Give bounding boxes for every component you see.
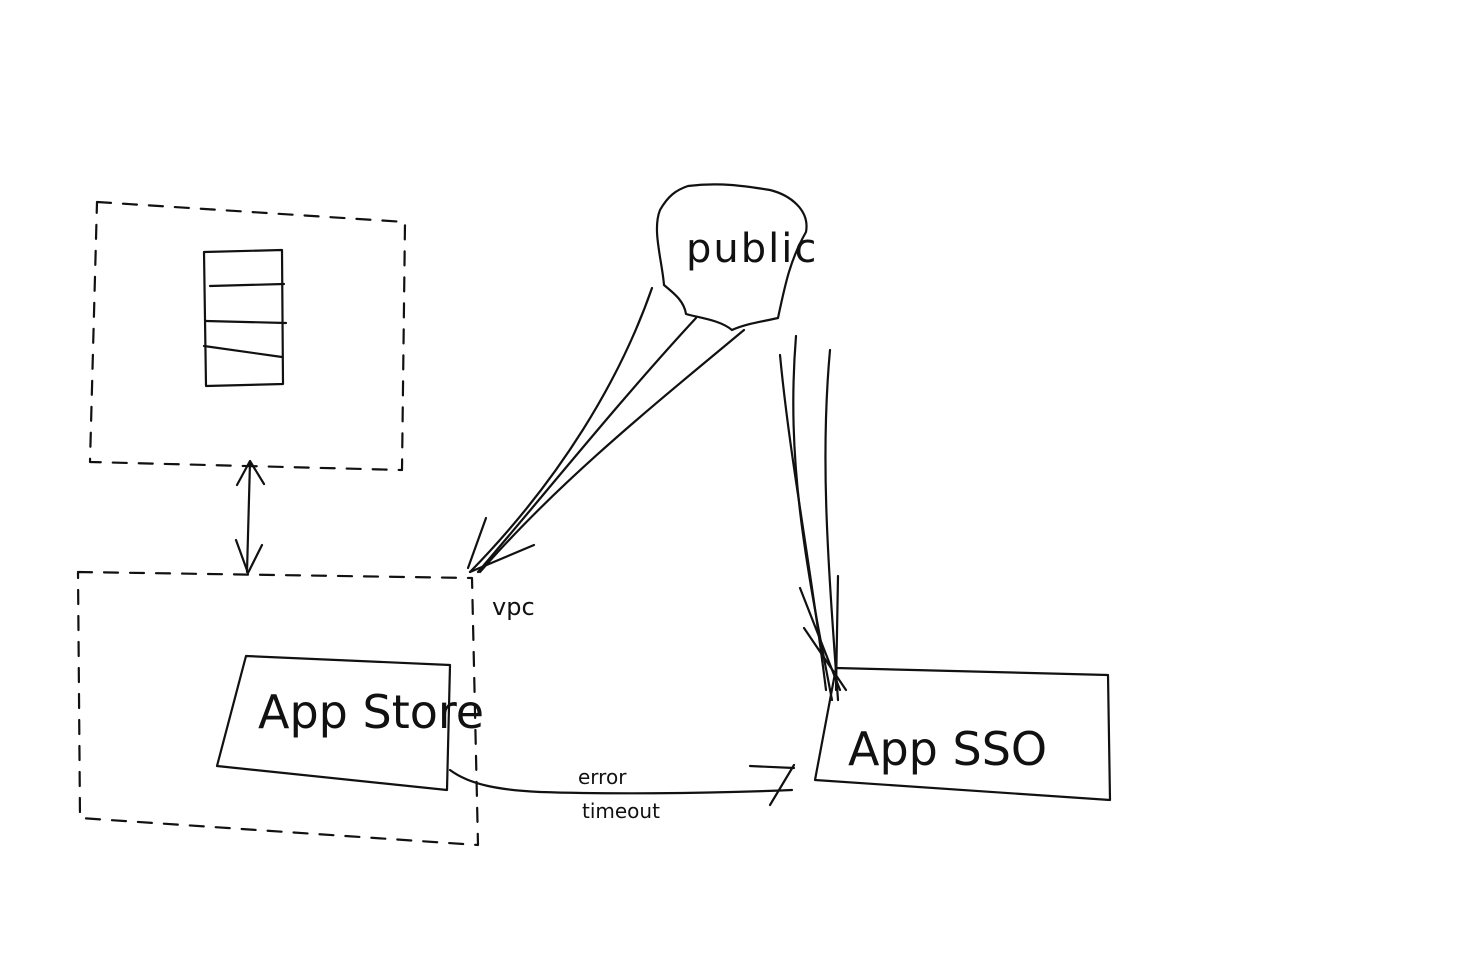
public-to-sso-arrows <box>778 334 848 702</box>
database-icon <box>202 248 288 388</box>
app-store-label: App Store <box>258 685 484 739</box>
vpc-label: vpc <box>492 593 535 621</box>
error-label: error <box>578 765 627 789</box>
database-boundary <box>88 200 407 472</box>
vpc-boundary <box>76 570 480 847</box>
public-label: public <box>686 226 818 272</box>
timeout-label: timeout <box>582 799 660 823</box>
app-sso-label: App SSO <box>848 722 1047 776</box>
app-sso-box[interactable] <box>813 666 1112 802</box>
app-store-box[interactable] <box>215 654 452 792</box>
public-cloud[interactable] <box>655 183 808 332</box>
public-to-vpc-arrows <box>466 286 746 574</box>
store-to-sso-arrow <box>448 763 796 807</box>
database-vpc-arrow <box>234 459 266 575</box>
